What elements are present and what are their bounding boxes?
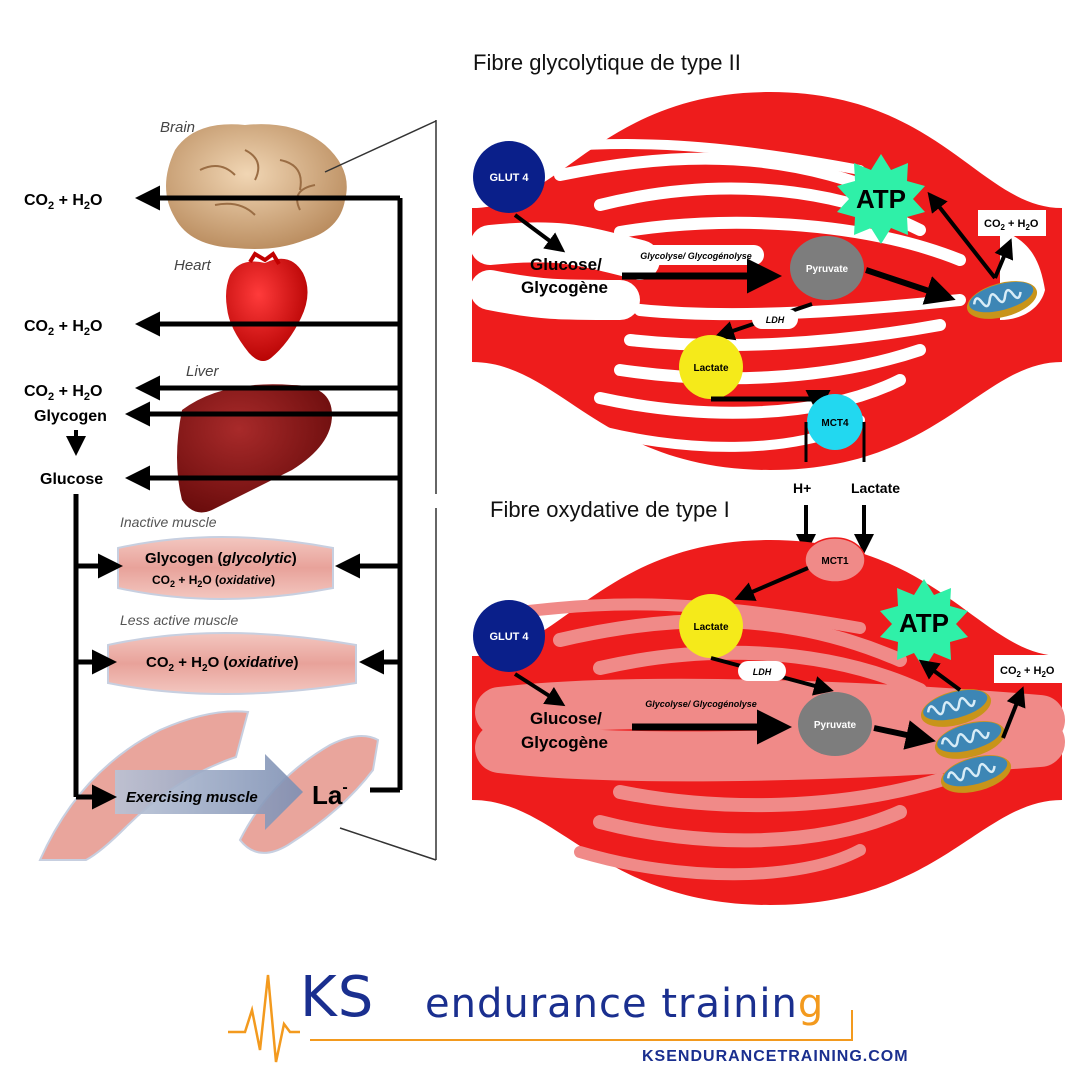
atp-label-type1: ATP [899, 608, 949, 638]
less-active-muscle-text: CO2 + H2O (oxidative) [146, 654, 298, 674]
brand-heartbeat-icon [228, 974, 853, 1063]
ldh-label-type2: LDH [766, 315, 785, 325]
lactate-label-type1: Lactate [693, 622, 728, 633]
exercising-muscle-shape [38, 710, 380, 861]
lactate-node-type2 [679, 335, 743, 399]
mct1-node [804, 537, 866, 583]
glycolyse-label-type2: Glycolyse/ Glycogénolyse [640, 251, 752, 261]
inactive-muscle-shape [117, 536, 334, 600]
fibre-type1-title: Fibre oxydative de type I [490, 497, 730, 522]
lactate-ion-label: La- [312, 779, 348, 810]
mct4-label: MCT4 [821, 418, 849, 429]
co2-label-type2: CO2 + H2O [984, 218, 1039, 232]
less-active-muscle-label: Less active muscle [120, 612, 238, 628]
svg-text:CO2 + H2O (oxidative): CO2 + H2O (oxidative) [152, 573, 275, 589]
svg-text:Glycogen (glycolytic): Glycogen (glycolytic) [145, 550, 297, 567]
liver-co2-output: CO2 + H2O [24, 383, 103, 403]
brain-icon [166, 124, 347, 249]
glut4-label-type2: GLUT 4 [489, 172, 529, 184]
glucose-label-type1-line1: Glucose/ [530, 709, 602, 728]
glycogen-label: Glycogen [34, 408, 107, 425]
inactive-muscle-label: Inactive muscle [120, 514, 217, 530]
brand-url[interactable]: KSENDURANCETRAINING.COM [642, 1048, 909, 1065]
mct4-node [807, 394, 863, 450]
lactate-node-type1 [679, 594, 743, 658]
glycolyse-pill-type1 [632, 693, 770, 713]
h-plus-label: H+ [793, 480, 811, 496]
svg-text:La-: La- [312, 779, 348, 810]
glut4-node-type2 [473, 141, 545, 213]
svg-text:CO2 + H2O: CO2 + H2O [24, 383, 103, 403]
co2-box-type2 [978, 210, 1046, 236]
atp-burst-type1: ATP [880, 579, 968, 669]
svg-text:CO2 + H2O (oxidative): CO2 + H2O (oxidative) [146, 654, 298, 674]
brand-wordmark: endurance training [425, 981, 825, 1027]
glycolyse-pill-type2 [628, 245, 764, 265]
glucose-label-type1-line2: Glycogène [521, 733, 608, 752]
mct1-label: MCT1 [821, 556, 849, 567]
glut4-node-type1 [473, 600, 545, 672]
co2-box-type1 [994, 655, 1066, 683]
glucose-label: Glucose [40, 471, 103, 488]
glucose-label-type2-line2: Glycogène [521, 278, 608, 297]
pyruvate-node-type2 [790, 236, 864, 300]
svg-text:CO2 + H2O: CO2 + H2O [24, 192, 103, 212]
svg-text:CO2 + H2O: CO2 + H2O [24, 318, 103, 338]
lactate-transport-label: Lactate [851, 480, 900, 496]
atp-label-type2: ATP [856, 184, 906, 214]
brand-logo: KS endurance training [300, 968, 860, 1038]
exercising-muscle-label: Exercising muscle [126, 789, 258, 806]
glycolyse-label-type1: Glycolyse/ Glycogénolyse [645, 699, 757, 709]
heart-output: CO2 + H2O [24, 318, 103, 338]
liver-icon [177, 384, 332, 513]
liver-label: Liver [186, 363, 220, 380]
ldh-pill-type2 [752, 309, 798, 329]
fibre-type2-title: Fibre glycolytique de type II [473, 50, 741, 75]
ldh-pill-type1 [738, 661, 786, 681]
svg-text:CO2 + H2O: CO2 + H2O [984, 218, 1039, 232]
ldh-label-type1: LDH [753, 667, 772, 677]
heart-icon [226, 251, 308, 362]
left-panel: Brain CO2 + H2O Heart CO2 + H2O Liver CO… [24, 119, 437, 861]
pyruvate-label-type2: Pyruvate [806, 264, 849, 275]
brain-label: Brain [160, 119, 195, 136]
glut4-label-type1: GLUT 4 [489, 631, 529, 643]
pyruvate-label-type1: Pyruvate [814, 720, 857, 731]
heart-label: Heart [174, 257, 212, 274]
glucose-label-type2-line1: Glucose/ [530, 255, 602, 274]
co2-label-type1: CO2 + H2O [1000, 665, 1055, 679]
brain-output: CO2 + H2O [24, 192, 103, 212]
brand-ks: KS [300, 965, 375, 1030]
svg-text:CO2 + H2O: CO2 + H2O [1000, 665, 1055, 679]
lactate-label-type2: Lactate [693, 363, 728, 374]
atp-burst-type2: ATP [837, 154, 925, 244]
less-active-muscle-shape [107, 632, 357, 695]
pyruvate-node-type1 [798, 692, 872, 756]
inactive-muscle-text: Glycogen (glycolytic) CO2 + H2O (oxidati… [145, 550, 297, 589]
